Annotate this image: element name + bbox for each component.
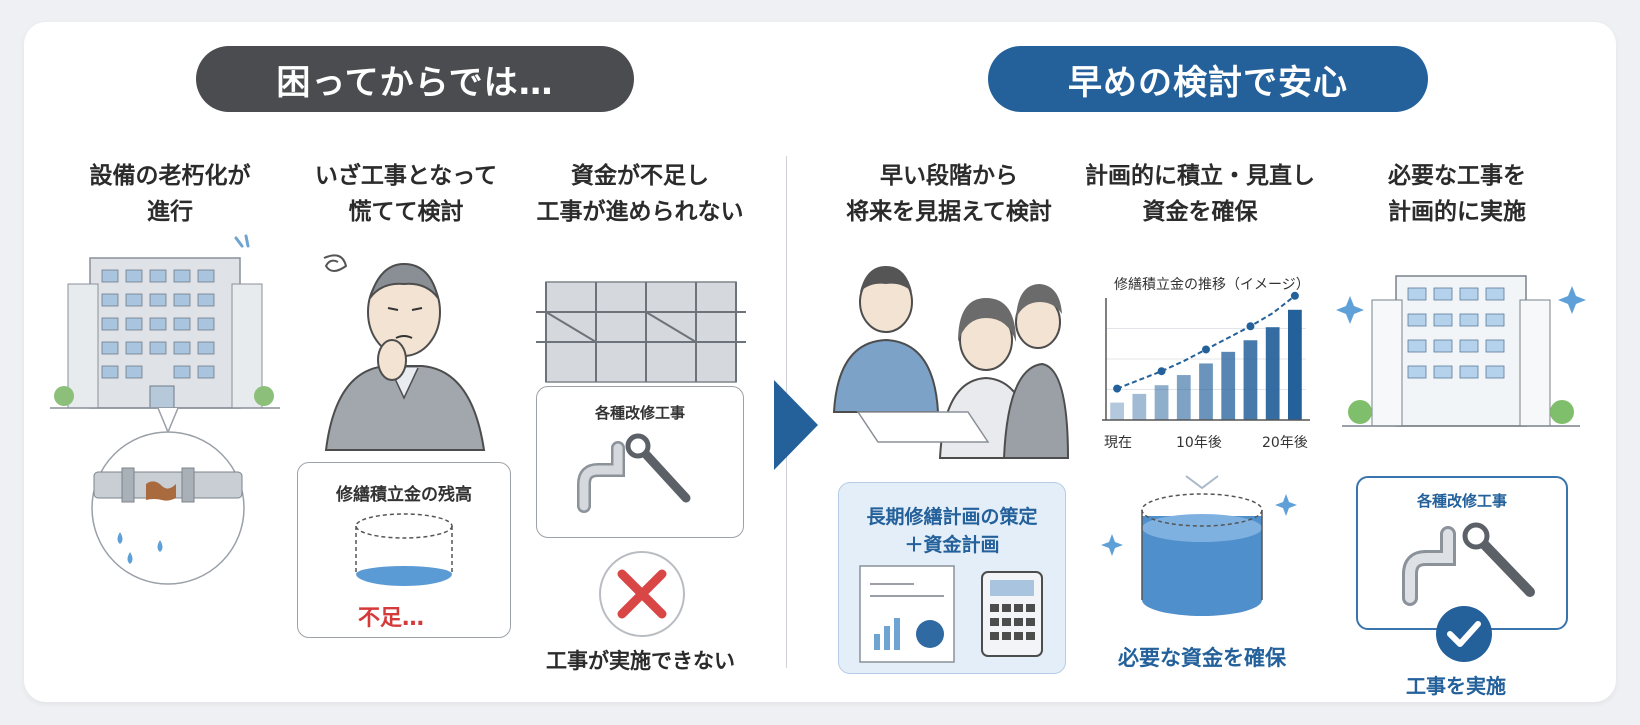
check-mark-icon xyxy=(1436,606,1492,662)
step-heading-aging: 設備の老朽化が進行 xyxy=(89,163,251,225)
step-heading-saving: 計画的に積立・見直し資金を確保 xyxy=(1085,163,1315,225)
chart-bar xyxy=(1199,363,1213,420)
chart-bar xyxy=(1265,327,1280,420)
work-done-text: 工事を実施 xyxy=(1406,674,1506,698)
x-tick-label-20y: 20年後 xyxy=(1262,435,1308,451)
pipe-wrench-icon xyxy=(577,433,691,513)
chart-trend-point xyxy=(1246,322,1255,331)
x-tick-label-10y: 10年後 xyxy=(1176,435,1222,451)
chart-bar xyxy=(1221,351,1236,420)
after-banner: 早めの検討で安心 xyxy=(988,46,1428,112)
long-term-plan-label: 長期修繕計画の策定＋資金計画 xyxy=(866,506,1038,556)
chart-bar xyxy=(1288,309,1302,420)
full-tank-icon xyxy=(1101,475,1297,616)
chart-bar xyxy=(1176,375,1191,420)
scaffolding-icon xyxy=(536,281,746,383)
chart-trend-point xyxy=(1290,291,1299,300)
step-heading-panic: いざ工事となって慌てて検討 xyxy=(314,163,498,225)
cancel-x-icon xyxy=(599,551,685,637)
renovation-work-box-before xyxy=(536,386,744,538)
chart-bar xyxy=(1154,385,1169,420)
before-banner: 困ってからでは… xyxy=(196,46,634,112)
chart-trend-point xyxy=(1113,384,1122,393)
renewed-building-icon xyxy=(1336,275,1586,427)
chart-bar xyxy=(1243,340,1258,420)
renovation-work-label-before: 各種改修工事 xyxy=(594,404,685,422)
renovation-work-box-after xyxy=(1356,476,1568,630)
x-tick-label-now: 現在 xyxy=(1104,435,1132,451)
chart-bar xyxy=(1110,402,1124,420)
aging-building-icon xyxy=(50,234,280,585)
step-heading-execution: 必要な工事を計画的に実施 xyxy=(1388,163,1526,225)
worried-man-icon xyxy=(323,254,486,451)
shortage-text: 不足… xyxy=(358,606,425,631)
cannot-proceed-text: 工事が実施できない xyxy=(546,649,735,673)
pipe-wrench-icon-after xyxy=(1402,522,1535,606)
transition-arrow-icon xyxy=(774,380,818,470)
meeting-icon xyxy=(832,266,1070,459)
chart-bar xyxy=(1132,393,1147,420)
chart-title: 修繕積立金の推移（イメージ） xyxy=(1114,277,1310,293)
chart-trend-point xyxy=(1202,345,1210,354)
reserve-growth-chart xyxy=(1102,291,1310,421)
renovation-work-label-after: 各種改修工事 xyxy=(1416,492,1507,510)
report-calculator-icon xyxy=(859,565,1043,663)
step-heading-planning: 早い段階から将来を見据えて検討 xyxy=(846,163,1052,225)
step-heading-stalled: 資金が不足し工事が進められない xyxy=(536,163,744,225)
reserve-balance-box xyxy=(297,462,511,638)
chart-trend-point xyxy=(1157,367,1166,376)
funds-secured-text: 必要な資金を確保 xyxy=(1118,646,1286,670)
infographic-card xyxy=(24,22,1616,702)
empty-tank-icon xyxy=(355,513,453,586)
reserve-balance-label: 修繕積立金の残高 xyxy=(336,485,472,505)
